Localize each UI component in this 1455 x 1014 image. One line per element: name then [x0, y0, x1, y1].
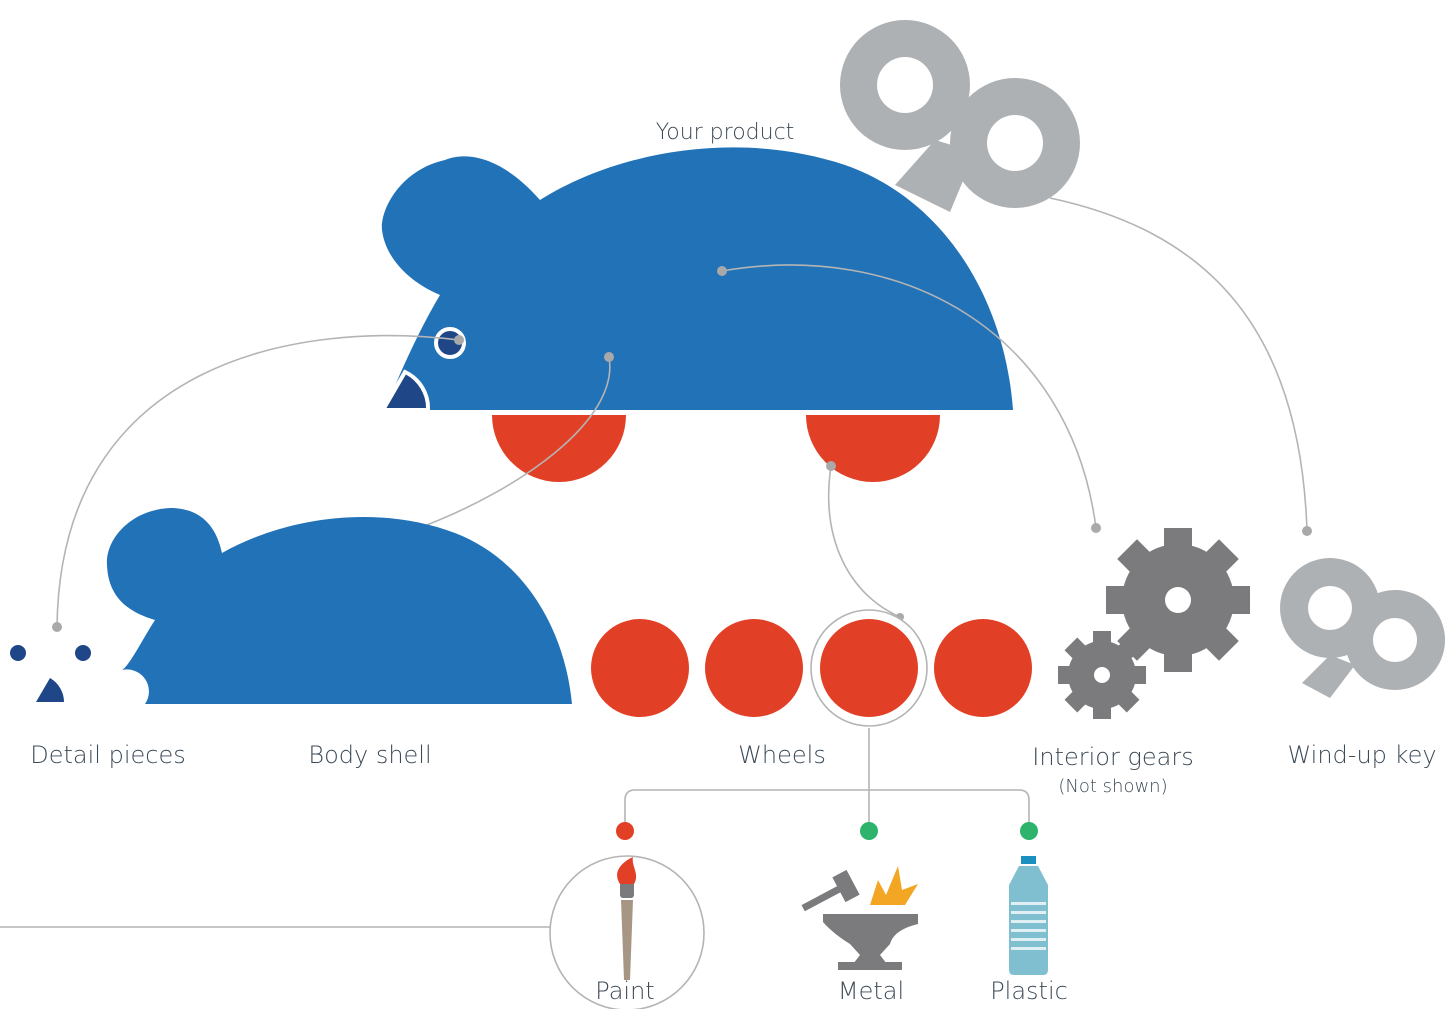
wheels-label: Wheels [738, 741, 826, 769]
dot-body [604, 352, 614, 362]
detail-pieces [10, 645, 91, 702]
dot-wind-up-key [1302, 526, 1312, 536]
wheel-1 [591, 619, 689, 717]
anvil-hammer-icon [801, 866, 918, 970]
product-nose-detail [379, 369, 431, 412]
connector-detail-pieces [56, 334, 460, 628]
interior-gears-note: (Not shown) [1058, 776, 1168, 797]
metal-label: Metal [837, 977, 905, 1005]
dot-gears-source [717, 266, 727, 276]
detail-eye-left [10, 645, 26, 661]
product-mouse [379, 147, 1014, 482]
key-ring-right [950, 78, 1080, 208]
plastic-label: Plastic [990, 977, 1068, 1005]
connector-wheels [827, 465, 901, 618]
body-shell-piece [106, 508, 572, 704]
plastic-marker [1020, 822, 1038, 840]
product-wind-up-key-icon [840, 20, 1080, 212]
paint-label: Paint [595, 977, 655, 1005]
wind-up-key-label: Wind-up key [1287, 741, 1437, 769]
gear-icon [1058, 528, 1250, 719]
detail-nose [36, 678, 64, 702]
dot-interior-gears [1091, 523, 1101, 533]
dot-detail-pieces [52, 622, 62, 632]
paintbrush-icon [617, 857, 637, 980]
connector-body-shell [418, 356, 611, 529]
interior-gears-label: Interior gears [1032, 743, 1194, 771]
connector-wind-up-key [1049, 197, 1308, 532]
product-rear-wheel [806, 415, 940, 482]
wheel-4 [934, 619, 1032, 717]
dot-wheel-source [826, 461, 836, 471]
wind-up-key-icon [1280, 558, 1446, 698]
detail-eye-right [75, 645, 91, 661]
detail-pieces-label: Detail pieces [30, 741, 186, 769]
connector-lines [0, 197, 1308, 928]
wheels-row [591, 609, 1032, 727]
body-shell-label: Body shell [308, 741, 432, 769]
key-ring-left [840, 20, 970, 150]
plastic-bottle-icon [1009, 856, 1048, 975]
dot-eye [454, 335, 464, 345]
your-product-label: Your product [655, 120, 795, 145]
connector-materials [624, 728, 1030, 830]
wheel-2 [705, 619, 803, 717]
paint-marker [616, 822, 634, 840]
metal-marker [860, 822, 878, 840]
small-gear-icon [1058, 631, 1146, 719]
wheel-3 [820, 619, 918, 717]
connector-interior-gears [721, 264, 1097, 529]
product-body-shell [381, 147, 1014, 411]
